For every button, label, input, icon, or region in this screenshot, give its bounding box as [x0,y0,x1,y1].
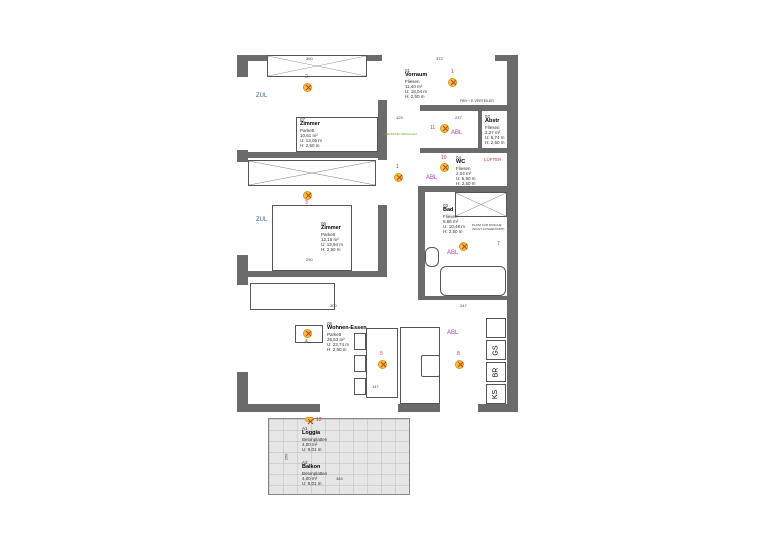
wall-top [367,55,382,61]
light-number: 5 [380,351,383,357]
bed-07 [296,117,378,152]
fbh-label: FBH + E-VERTEILER [460,99,494,103]
ceiling-light-icon [303,191,312,200]
ceiling-light-icon [448,78,457,87]
coffee-table [295,325,323,343]
wall-left [237,372,248,412]
stove [421,355,440,377]
bed-06 [272,205,352,271]
wardrobe-07 [267,55,367,77]
chair [354,333,366,350]
wall-top [495,55,518,61]
wall-bottom [478,404,518,412]
dimension: 300 [330,303,337,308]
dimension: 247 [460,303,467,308]
dimension: 260 [283,453,289,461]
chair [354,355,366,372]
ceiling-light-icon [440,124,449,133]
dimension: 384 [336,476,343,481]
dining-table [366,328,398,398]
leerrohr-label: LEERROHR VERLEGEN [383,132,417,136]
dimension: 125 [396,115,403,120]
light-number: 11 [430,125,436,131]
ceiling-light-icon [440,163,449,172]
wall-abstr-wc [420,148,507,153]
light-number: 12 [316,417,322,423]
wall-bad-bottom [418,296,507,300]
abl-label: ABL [447,330,459,336]
dimension: 147 [372,384,379,389]
light-number: 8 [457,351,460,357]
sofa [250,283,335,310]
wall-07-06 [248,152,380,158]
light-number: 1 [451,69,454,75]
abl-label: ABL [451,130,463,136]
ceiling-light-icon [305,417,314,422]
light-number: 3 [305,200,308,206]
wall-vertical-06 [378,205,387,277]
cabinet-ks: KS [486,384,506,404]
wall-vertical-07 [378,100,387,160]
chair [354,378,366,395]
bad-note: PLATZ FÜR DUSCHE (NICHT AUSGEFÜHRT) [472,223,505,231]
wall-06-bottom [248,271,387,277]
wall-bottom [398,404,440,412]
light-number: 2 [305,74,308,80]
wall-abstr-top [420,105,507,111]
wall-abstr-side [478,111,482,148]
zul-label: ZUL [256,93,268,99]
dimension: 237 [455,115,462,120]
wall-bottom [237,404,320,412]
wall-right [507,55,518,412]
abl-label: ABL [426,175,438,181]
wall-left [237,255,248,285]
wall-wc-bottom [420,186,507,192]
ceiling-light-icon [303,83,312,92]
light-number: 7 [497,241,500,247]
wall-bad-left [418,186,425,300]
ceiling-light-icon [303,329,312,338]
bathtub [440,266,506,296]
ceiling-light-icon [394,173,403,182]
loggia-balcony [268,418,410,495]
wall-left [237,55,248,77]
zul-label: ZUL [256,217,268,223]
light-number: 1 [396,164,399,170]
dimension: 350 [306,56,313,61]
ceiling-light-icon [378,360,387,369]
luefter-label: LÜFTER [484,157,502,162]
wall-top [237,55,267,61]
shower-area [455,192,507,217]
dimension: 250 [306,257,313,262]
ceiling-light-icon [459,242,468,251]
ceiling-light-icon [455,360,464,369]
wardrobe-06 [248,160,376,186]
cabinet-gs: GS [486,340,506,360]
dimension: 372 [436,56,443,61]
wall-left [237,150,248,162]
light-number: 4 [305,339,308,345]
abl-label: ABL [447,250,459,256]
washing-machine [486,318,506,338]
cabinet-br: BR [486,362,506,382]
light-number: 10 [441,155,447,161]
sink [425,247,439,267]
